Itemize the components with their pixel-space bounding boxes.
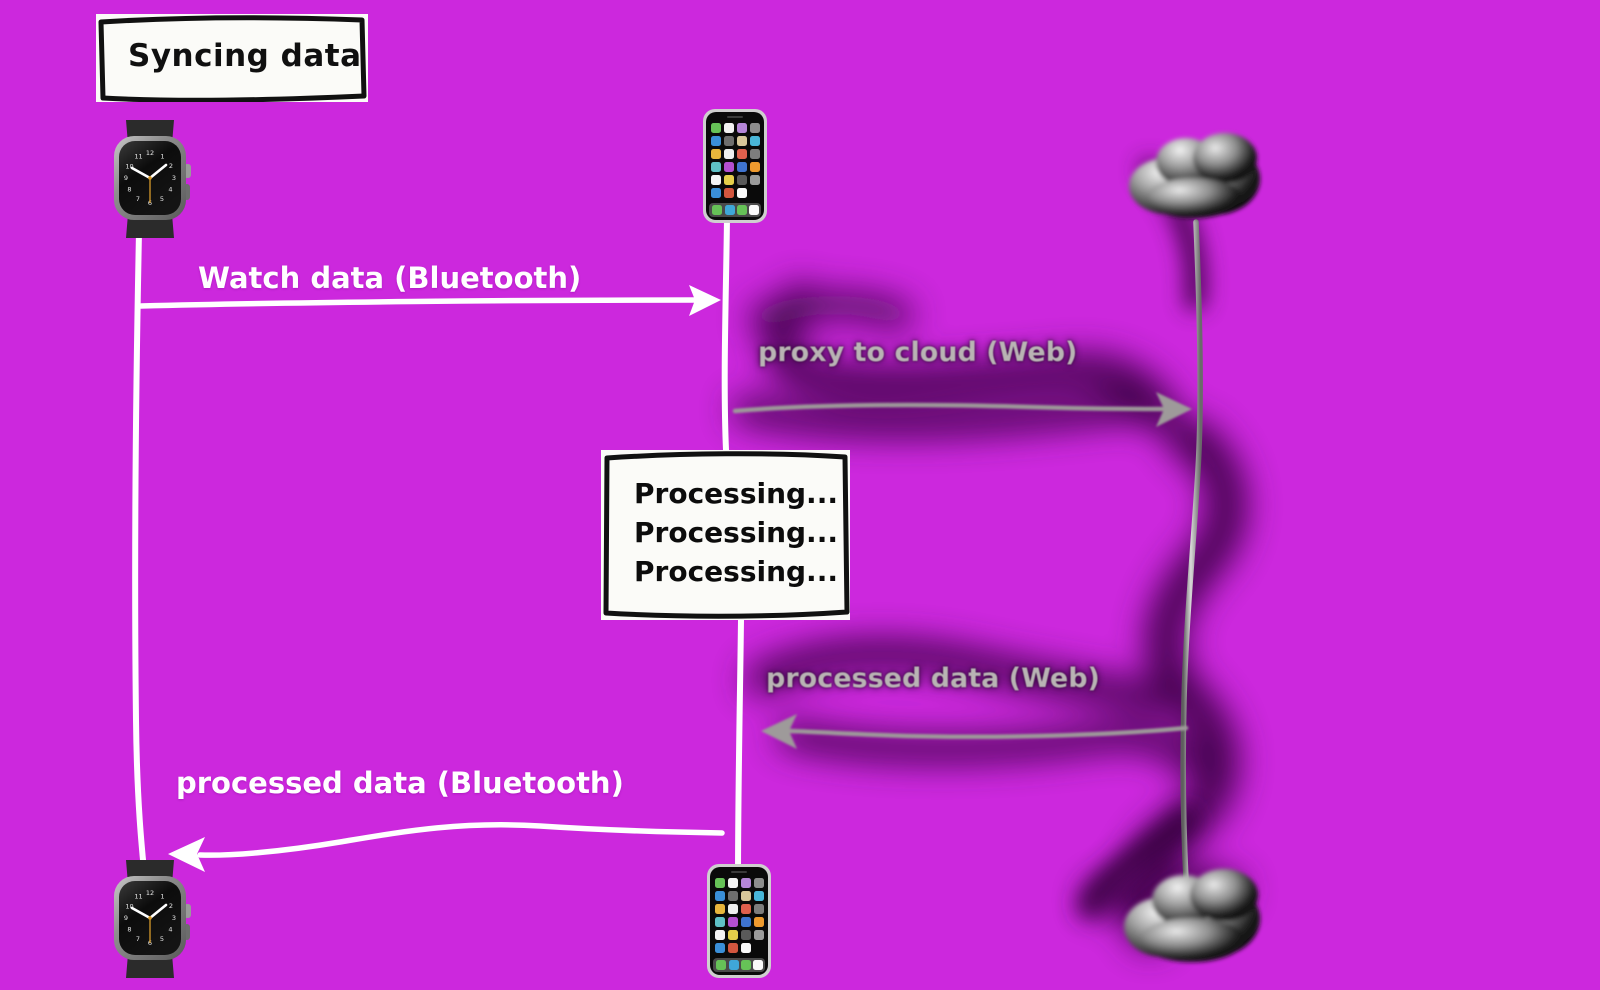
svg-text:11: 11 [134, 153, 142, 161]
cloud-icon-top [1122, 124, 1272, 238]
svg-text:1: 1 [160, 893, 164, 901]
arrow-processed-bluetooth [168, 822, 725, 872]
smartphone-icon-top [700, 107, 770, 229]
processing-line-3: Processing... [634, 555, 838, 588]
svg-text:10: 10 [125, 163, 133, 171]
processing-line-1: Processing... [634, 477, 838, 510]
lifeline-cloud [1180, 219, 1203, 883]
smartwatch-icon-bottom: 12 1 2 3 4 5 6 7 8 9 10 11 [100, 858, 200, 982]
title-text: Syncing data [128, 38, 362, 74]
svg-text:7: 7 [136, 195, 140, 203]
svg-text:9: 9 [124, 174, 128, 182]
processing-line-2: Processing... [634, 516, 838, 549]
svg-text:5: 5 [160, 935, 164, 943]
message-label-processed-web: processed data (Web) [766, 663, 1100, 694]
message-label-proxy-to-cloud: proxy to cloud (Web) [758, 337, 1078, 368]
svg-text:4: 4 [168, 186, 172, 194]
svg-text:3: 3 [172, 174, 176, 182]
smartwatch-icon-top: 12 1 2 3 4 5 6 7 8 9 10 11 [100, 118, 200, 242]
svg-text:5: 5 [160, 195, 164, 203]
svg-text:2: 2 [169, 902, 173, 910]
svg-text:2: 2 [169, 162, 173, 170]
processing-note-lines: Processing... Processing... Processing..… [634, 474, 838, 591]
cloud-icon-bottom [1112, 855, 1272, 979]
svg-text:8: 8 [127, 186, 131, 194]
svg-text:9: 9 [124, 914, 128, 922]
lifeline-watch [132, 229, 149, 893]
svg-text:7: 7 [136, 935, 140, 943]
message-label-watch-data: Watch data (Bluetooth) [198, 261, 582, 295]
svg-text:4: 4 [168, 926, 172, 934]
svg-text:12: 12 [146, 149, 154, 157]
svg-text:8: 8 [127, 926, 131, 934]
svg-text:12: 12 [146, 889, 154, 897]
title-note-box: Syncing data [96, 14, 368, 103]
svg-text:1: 1 [160, 153, 164, 161]
message-label-processed-bluetooth: processed data (Bluetooth) [176, 766, 624, 800]
title-box-outline [98, 15, 367, 103]
smartphone-icon-bottom [704, 862, 774, 984]
processing-note-box: Processing... Processing... Processing..… [601, 450, 850, 620]
svg-text:10: 10 [125, 903, 133, 911]
arrow-proxy-to-cloud [732, 392, 1192, 427]
arrow-processed-web [761, 714, 1189, 749]
svg-text:3: 3 [172, 914, 176, 922]
svg-text:11: 11 [134, 893, 142, 901]
